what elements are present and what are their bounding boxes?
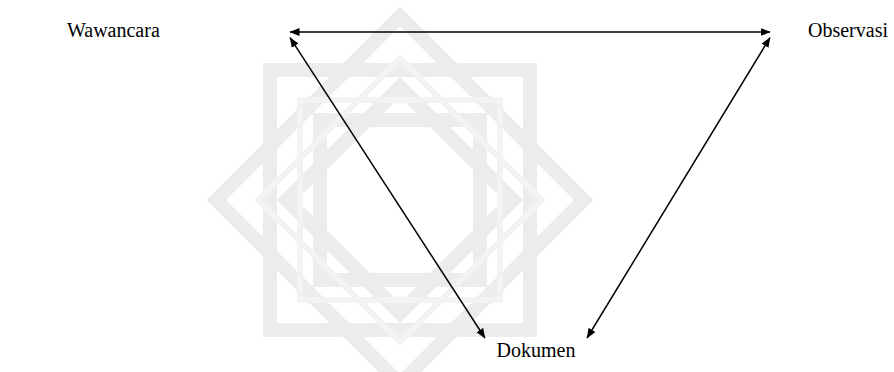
node-label: Dokumen — [478, 338, 594, 362]
double-arrow — [587, 38, 770, 338]
text-node: Dokumen — [478, 338, 594, 366]
double-arrow — [290, 31, 770, 33]
double-arrow — [290, 38, 485, 338]
node-label: Observasi — [770, 18, 888, 42]
text-node: Observasi — [770, 18, 888, 46]
node-label: Wawancara — [67, 18, 290, 42]
text-node: Wawancara — [67, 18, 290, 46]
